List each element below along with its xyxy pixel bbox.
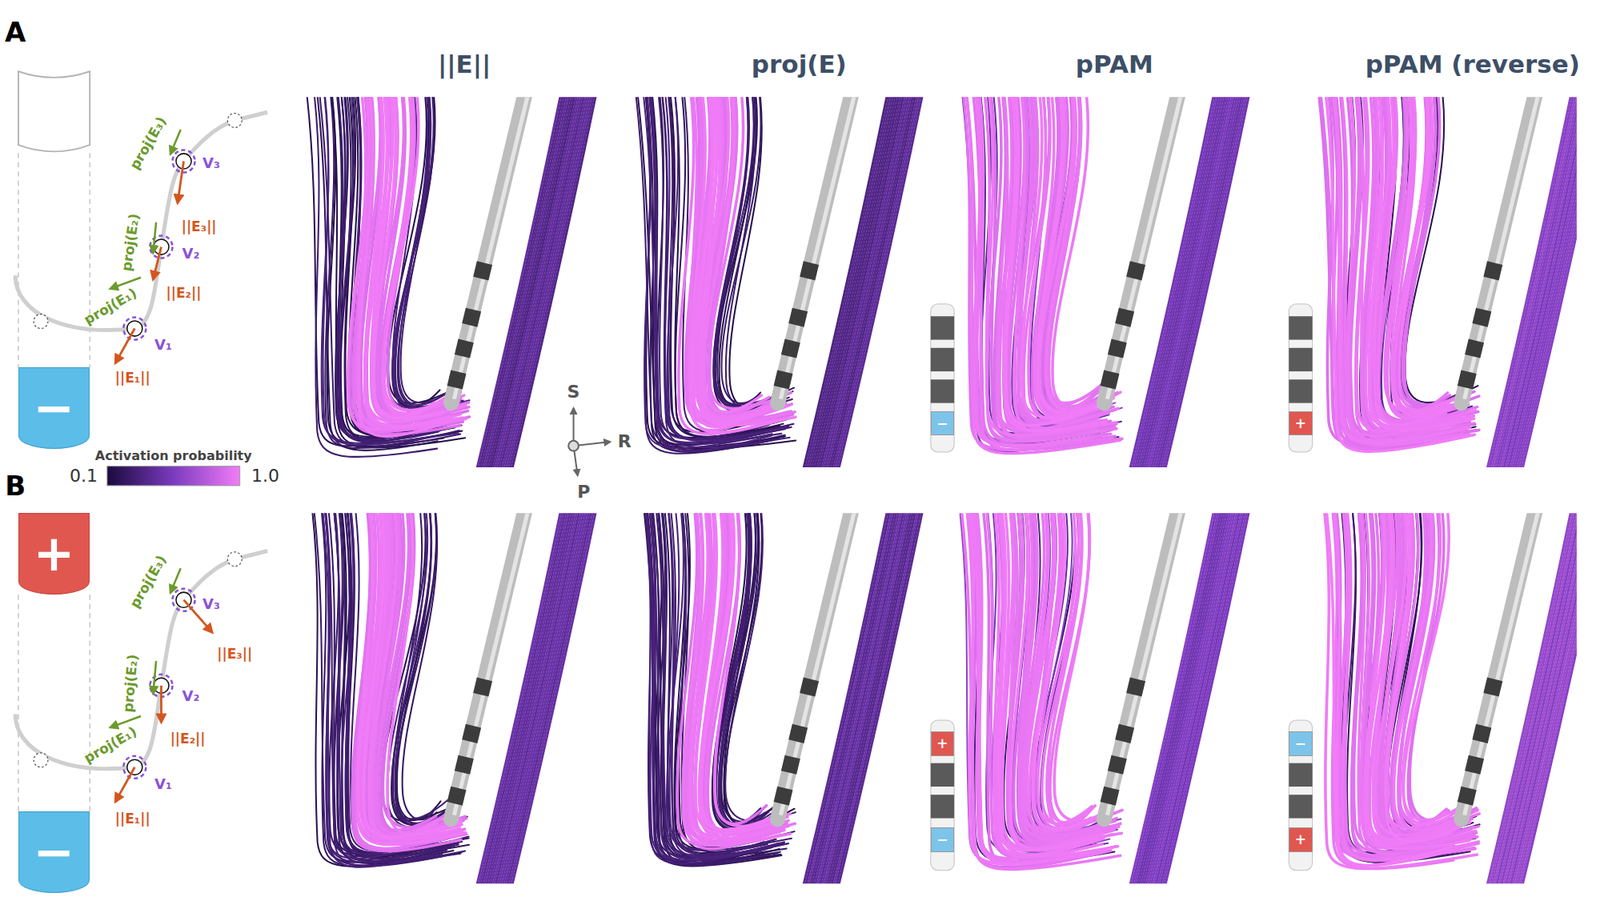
figure-label: V₂ <box>182 688 201 705</box>
column-title: pPAM (reverse) <box>1365 50 1580 78</box>
polarity-sign: + <box>33 529 76 579</box>
polarity-sign: − <box>936 833 948 847</box>
figure-label: proj(E₂) <box>119 212 143 273</box>
column-title: ||E|| <box>437 50 491 78</box>
lead-contact: − <box>930 411 955 437</box>
lead-contact: + <box>1288 411 1312 437</box>
tract-panel <box>635 96 923 468</box>
tract-panel <box>1318 96 1576 468</box>
figure-label: V₁ <box>154 777 173 794</box>
figure-label: proj(E₂) <box>120 653 141 714</box>
column-title: pPAM <box>1075 50 1154 78</box>
lead-contact: + <box>1288 827 1312 853</box>
orientation-axes <box>568 408 610 476</box>
lead-contact: − <box>1288 731 1312 757</box>
colorbar <box>107 466 241 486</box>
figure-label: Activation probability <box>95 449 253 464</box>
lead-icon <box>930 304 1313 871</box>
figure-label: S <box>567 382 581 402</box>
polarity-sign: − <box>33 383 76 434</box>
electrode-contact: − <box>18 811 90 894</box>
polarity-sign: + <box>936 737 948 751</box>
figure-label: P <box>577 481 590 502</box>
figure-label: ||E₂|| <box>170 731 206 747</box>
electrode-schematic <box>18 71 90 811</box>
polarity-sign: + <box>1295 833 1307 847</box>
figure-label: ||E₁|| <box>115 369 151 385</box>
figure-label: proj(E₃) <box>127 113 170 172</box>
figure-label: ||E₃|| <box>181 219 217 235</box>
tract-panel <box>306 96 597 468</box>
column-title: proj(E) <box>751 50 847 78</box>
figure-label: V₁ <box>154 336 173 353</box>
polarity-sign: − <box>1295 737 1307 751</box>
lead-contact: − <box>930 827 955 853</box>
tract-panel <box>959 513 1250 884</box>
electrode-contact: − <box>18 367 90 450</box>
tract-panel <box>1323 513 1577 884</box>
panel-letter: B <box>4 471 26 502</box>
polarity-sign: − <box>33 827 76 878</box>
figure-label: ||E₃|| <box>216 646 253 662</box>
fiber-panels <box>306 92 1600 891</box>
tract-panel <box>643 513 923 884</box>
tract-panel <box>312 513 597 884</box>
figure-label: 1.0 <box>251 466 280 486</box>
figure-label: V₂ <box>182 246 201 263</box>
figure-label: R <box>617 432 632 452</box>
fiber-schematic <box>15 112 268 364</box>
polarity-sign: − <box>936 417 948 431</box>
polarity-sign: + <box>1295 417 1307 431</box>
figure-label: V₃ <box>202 155 221 172</box>
lead-contact: + <box>930 731 955 757</box>
figure-label: 0.1 <box>69 466 98 486</box>
figure-label: proj(E₃) <box>127 553 170 611</box>
electrode-contact: + <box>18 513 90 595</box>
tract-panel <box>962 96 1250 468</box>
figure-label: ||E₂|| <box>166 285 202 301</box>
panel-letter: A <box>4 17 26 48</box>
figure-label: V₃ <box>202 596 221 613</box>
figure-label: ||E₁|| <box>115 810 151 827</box>
